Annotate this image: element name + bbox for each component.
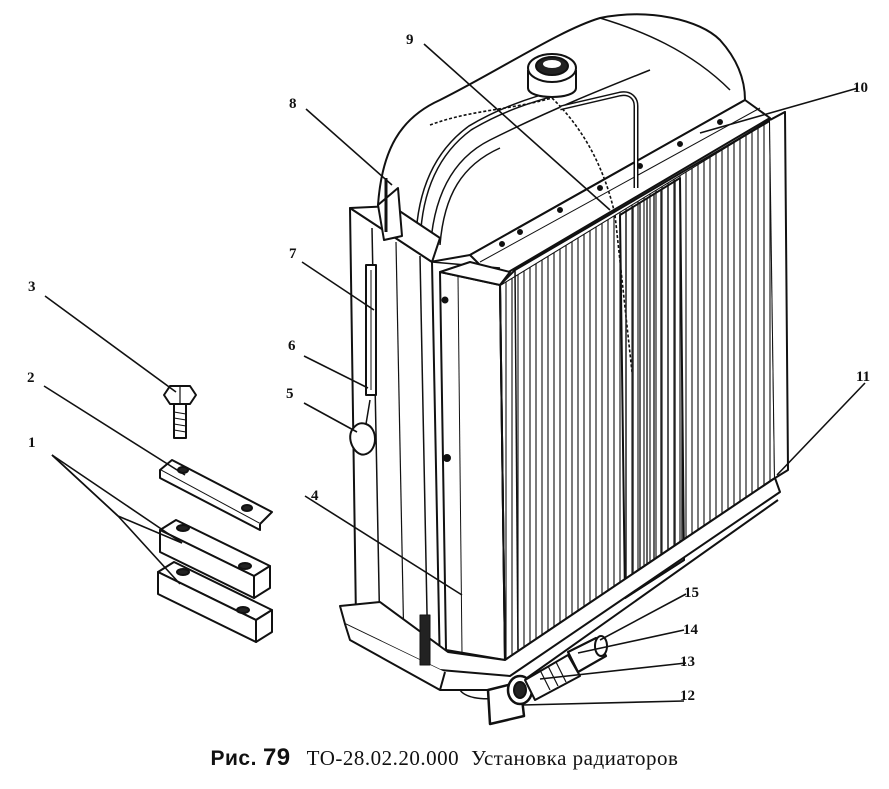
callout-5: 5	[286, 386, 294, 402]
callout-11: 11	[856, 369, 870, 385]
cap-chain	[429, 97, 633, 373]
rubber-pad-lower	[157, 561, 273, 643]
bolt-part	[163, 385, 197, 439]
left-side-frame	[349, 178, 501, 673]
figure-label: Рис.	[210, 747, 257, 770]
filler-cap	[527, 53, 577, 98]
callout-6: 6	[288, 338, 296, 354]
callout-4: 4	[311, 488, 319, 504]
figure-number: 79	[262, 744, 291, 771]
callout-2: 2	[27, 370, 35, 386]
callout-labels: 1 2 3 4 5 6 7 8 9 10 11 12 13 14 15	[27, 32, 870, 704]
callout-3: 3	[28, 279, 36, 295]
upper-tank	[377, 13, 771, 281]
callout-13: 13	[680, 654, 695, 670]
callout-10: 10	[853, 80, 868, 96]
drawing-code: ТО-28.02.20.000	[306, 746, 460, 770]
callout-1: 1	[28, 435, 36, 451]
callout-7: 7	[289, 246, 297, 262]
overflow-pipe	[559, 91, 639, 188]
callout-15: 15	[684, 585, 699, 601]
figure-caption: Рис.79 ТО-28.02.20.000 Установка радиаторо…	[0, 744, 889, 772]
callout-14: 14	[683, 622, 699, 638]
leader-lines	[43, 43, 866, 706]
rubber-pad-upper	[159, 519, 271, 599]
callout-12: 12	[680, 688, 695, 704]
callout-9: 9	[406, 32, 414, 48]
figure-title: Установка радиаторов	[471, 746, 679, 770]
callout-8: 8	[289, 96, 297, 112]
